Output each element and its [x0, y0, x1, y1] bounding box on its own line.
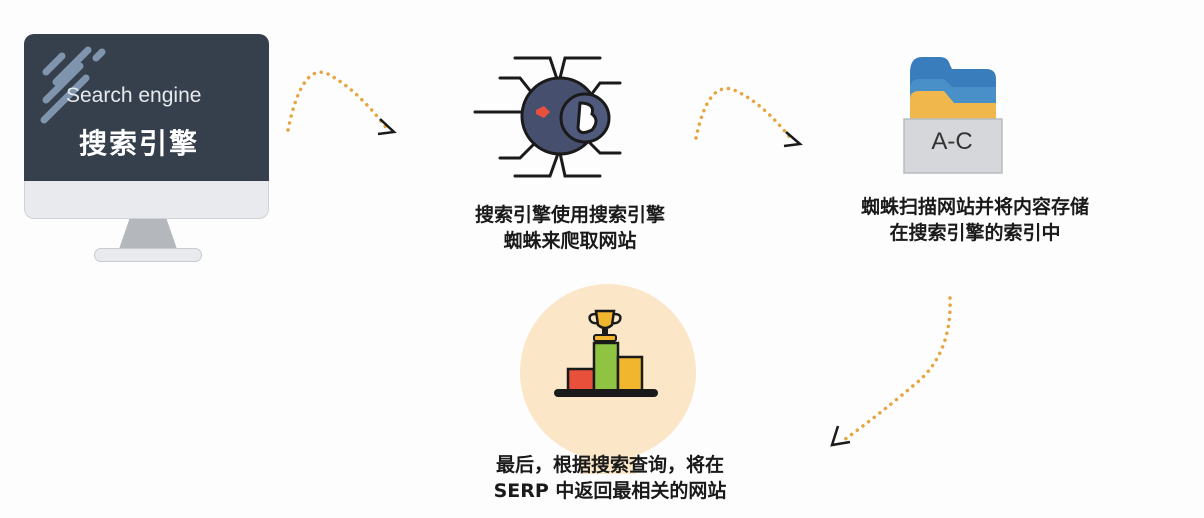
dotted-arrow-icon: [830, 296, 952, 447]
spider-icon: [473, 56, 622, 178]
step1-line1: 搜索引擎使用搜索引擎: [474, 204, 665, 226]
step3-line1: 最后，根据搜索查询，将在: [495, 454, 724, 476]
speed-lines-icon: [40, 46, 106, 124]
step2-line1: 蜘蛛扫描网站并将内容存储: [860, 196, 1089, 218]
dotted-arrow-icon: [286, 70, 397, 136]
monitor-screen: Search engine 搜索引擎: [24, 34, 269, 181]
step2-line2: 在搜索引擎的索引中: [889, 222, 1061, 244]
monitor-chin: [24, 181, 269, 219]
step3-line2: SERP 中返回最相关的网站: [493, 480, 727, 502]
search-engine-monitor: Search engine 搜索引擎: [24, 34, 269, 264]
monitor-title-en: Search engine: [66, 84, 202, 107]
bulb-neck: [580, 434, 636, 474]
step3-caption: 最后，根据搜索查询，将在 SERP 中返回最相关的网站: [450, 452, 770, 504]
monitor-stand-neck: [119, 219, 177, 249]
step1-caption: 搜索引擎使用搜索引擎 蜘蛛来爬取网站: [440, 202, 700, 254]
monitor-stand-base: [94, 248, 202, 262]
step1-line2: 蜘蛛来爬取网站: [503, 230, 637, 252]
dotted-arrow-icon: [694, 86, 803, 148]
index-folder-icon: [903, 57, 1003, 174]
trophy-podium-icon: [554, 309, 658, 397]
folder-label: A-C: [931, 128, 973, 155]
monitor-title-zh: 搜索引擎: [79, 127, 200, 160]
step2-caption: 蜘蛛扫描网站并将内容存储 在搜索引擎的索引中: [820, 194, 1130, 246]
